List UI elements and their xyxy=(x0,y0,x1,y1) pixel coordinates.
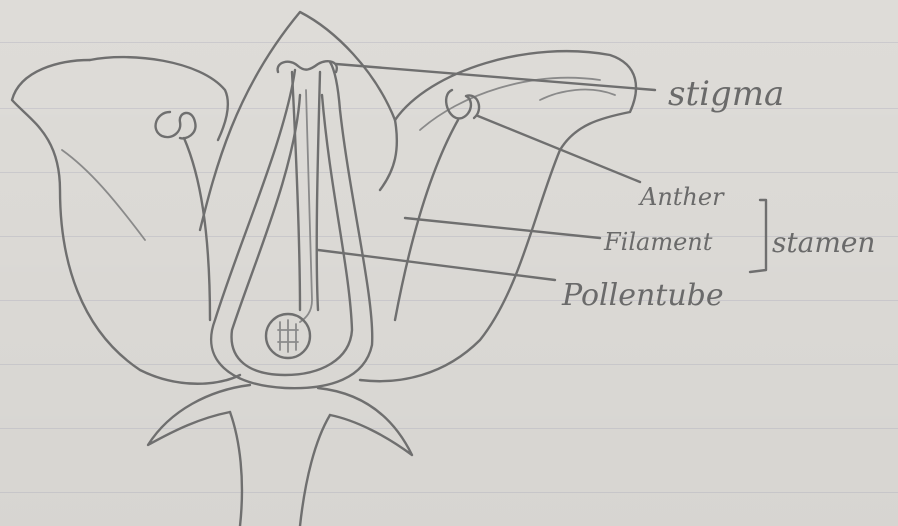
left-anther xyxy=(156,112,196,138)
left-filament xyxy=(184,138,210,320)
right-sepal xyxy=(318,388,412,455)
pollen-tube-label: Pollentube xyxy=(561,278,724,313)
stigma-leader xyxy=(336,64,655,90)
anther-label: Anther xyxy=(638,183,725,211)
filament-label: Filament xyxy=(603,228,713,256)
style-right xyxy=(317,72,320,310)
ovary-inner xyxy=(232,95,352,375)
right-petal xyxy=(360,51,636,381)
left-sepal xyxy=(148,385,250,445)
ovule-detail xyxy=(278,320,298,352)
left-petal-top xyxy=(90,57,228,140)
receptacle xyxy=(230,412,330,526)
pollen-tube-line xyxy=(300,90,312,322)
right-petal-edge xyxy=(540,90,615,100)
left-petal-inner xyxy=(62,150,145,240)
stigma-label: stigma xyxy=(668,74,784,114)
stamen-label: stamen xyxy=(772,226,875,259)
anther-leader xyxy=(478,116,640,182)
stigma-shape xyxy=(278,61,337,72)
stamen-bracket xyxy=(750,200,766,272)
filament-leader xyxy=(405,218,600,238)
right-anther xyxy=(446,90,479,118)
ovary-outer xyxy=(211,62,372,388)
